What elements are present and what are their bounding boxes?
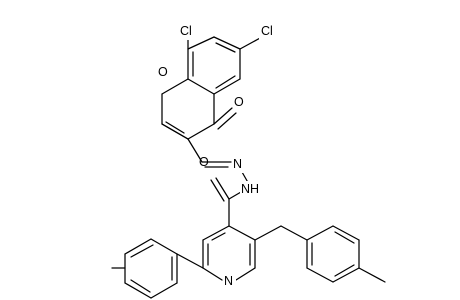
ring-oxygen-label: O (158, 65, 168, 79)
bond (202, 225, 230, 241)
bond (334, 231, 355, 244)
bond (239, 36, 263, 50)
bond (306, 225, 334, 241)
bond (124, 238, 152, 255)
bond (334, 264, 355, 277)
bond (150, 238, 178, 255)
bond (187, 123, 215, 140)
bond (332, 225, 360, 241)
bond (130, 244, 154, 258)
bond (280, 225, 308, 241)
bond (213, 78, 241, 95)
bond (150, 282, 178, 299)
bond (235, 267, 256, 281)
bond (176, 253, 204, 269)
amide-oxygen-label: O (199, 155, 209, 169)
pyridine-nitrogen-label: N (224, 274, 233, 288)
bond (332, 267, 360, 283)
bond (124, 282, 152, 299)
bond (358, 267, 386, 283)
bond (161, 78, 189, 95)
bond (215, 75, 236, 89)
bond (165, 121, 185, 134)
pyridine-ring (202, 225, 256, 281)
bond (254, 225, 282, 241)
bond (187, 36, 215, 50)
chlorine-atom-label: Cl (261, 24, 273, 38)
bond (187, 78, 215, 95)
chromone-ring-system (161, 34, 263, 140)
bond (187, 138, 203, 163)
right-tolyl-ring (254, 225, 386, 283)
atom-labels: Cl Cl O O N NH O N (157, 24, 281, 289)
bond (215, 177, 230, 200)
bond (228, 191, 242, 200)
bond (130, 279, 151, 293)
left-tolyl-ring (111, 238, 204, 299)
bond (306, 267, 334, 283)
bond (217, 112, 237, 130)
imine-nitrogen-label: N (233, 157, 242, 171)
bond (161, 123, 189, 140)
bond (215, 42, 236, 53)
ketone-oxygen-label: O (234, 95, 244, 109)
hydrazide-nh-label: NH (241, 182, 259, 196)
bond (228, 225, 256, 241)
bond (213, 107, 233, 125)
bond (202, 267, 223, 281)
bond (210, 179, 225, 202)
bond (213, 36, 241, 50)
bond (211, 232, 226, 241)
chlorine-atom-label: Cl (180, 24, 192, 38)
